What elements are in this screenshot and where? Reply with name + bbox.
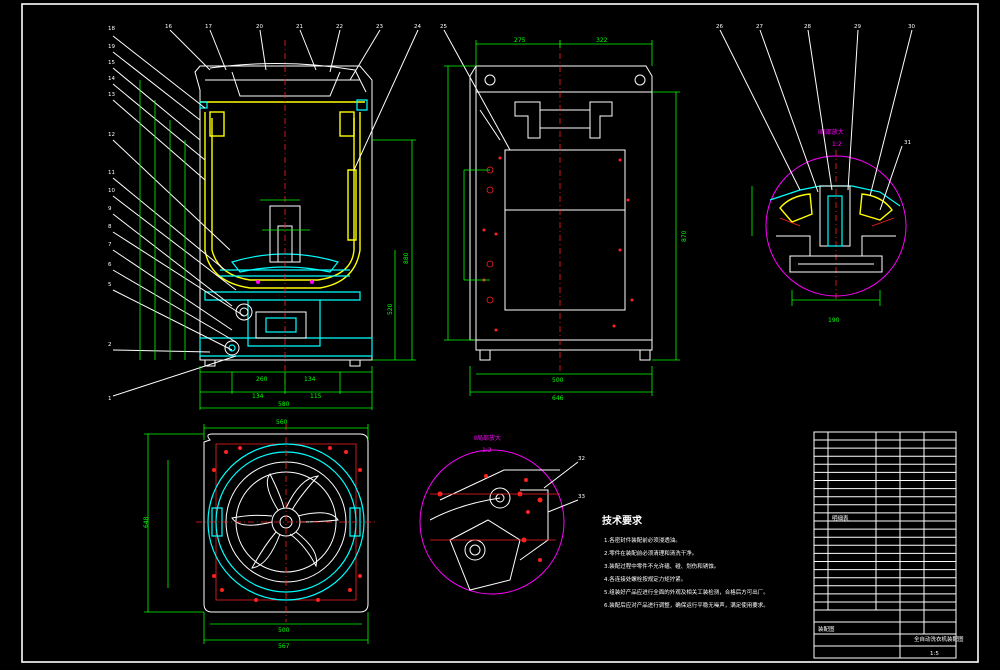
dim-front-bottom-5: 115 (310, 393, 322, 400)
inner-tub (204, 112, 361, 289)
svg-text:32: 32 (578, 456, 585, 462)
dim-side-top-right: 322 (596, 37, 608, 44)
plan-view (196, 424, 378, 622)
front-leader-lines (112, 29, 419, 397)
dim-front-height-inner: 520 (387, 303, 394, 315)
svg-text:19: 19 (108, 44, 115, 50)
svg-text:22: 22 (336, 24, 343, 30)
front-section-view (194, 40, 373, 385)
svg-text:9: 9 (108, 206, 112, 212)
motor (255, 311, 307, 339)
svg-text:2: 2 (108, 342, 112, 348)
dim-front-height-right: 880 (403, 252, 410, 264)
svg-text:25: 25 (440, 24, 447, 30)
svg-text:21: 21 (296, 24, 303, 30)
svg-text:30: 30 (908, 24, 915, 30)
dim-plan-height: 648 (143, 516, 150, 528)
svg-text:27: 27 (756, 24, 763, 30)
note-6: 6.装配后应对产品进行调整，确保运行平稳无噪声，满足使用要求。 (604, 601, 769, 609)
dim-front-overall: 580 (278, 401, 290, 408)
svg-text:14: 14 (108, 76, 115, 82)
note-2: 2.零件在装配前必须清理和清洗干净。 (604, 549, 697, 557)
detail-1-label: Ⅰ局部放大 (818, 128, 844, 136)
dim-side-top-left: 275 (514, 37, 526, 44)
svg-text:23: 23 (376, 24, 383, 30)
dim-front-bottom-2: 134 (304, 376, 316, 383)
svg-text:31: 31 (904, 140, 911, 146)
svg-text:16: 16 (165, 24, 172, 30)
svg-text:10: 10 (108, 188, 115, 194)
plan-dimensions: 560 500 567 648 (143, 419, 369, 650)
detail-2-scale: 1:2 (482, 447, 492, 454)
dim-front-bottom-1: 260 (256, 376, 268, 383)
svg-text:15: 15 (108, 60, 115, 66)
detail-1-leaders (719, 29, 913, 211)
svg-text:33: 33 (578, 494, 585, 500)
detail-2-label: Ⅱ局部放大 (474, 434, 501, 442)
note-5: 5.组装好产品应进行全面的外观及相关工装检测，合格后方可出厂。 (604, 588, 769, 596)
svg-text:18: 18 (108, 26, 115, 32)
svg-text:8: 8 (108, 224, 112, 230)
side-leader-lines: 25 (440, 24, 511, 151)
svg-text:12: 12 (108, 132, 115, 138)
svg-text:24: 24 (414, 24, 421, 30)
svg-text:7: 7 (108, 242, 112, 248)
svg-text:13: 13 (108, 92, 115, 98)
svg-text:1: 1 (108, 396, 112, 402)
svg-text:11: 11 (108, 170, 115, 176)
title-block: 明细表 全自动洗衣机装配图 装配图 1:5 (813, 431, 964, 659)
svg-text:5: 5 (108, 282, 112, 288)
impeller-blades (231, 473, 339, 569)
sheet-label: 装配图 (818, 625, 835, 633)
dim-plan-bottom-overall: 567 (278, 643, 290, 650)
svg-text:17: 17 (205, 24, 212, 30)
dim-detail-width: 190 (828, 317, 840, 324)
side-view (469, 40, 653, 372)
detail-1-scale: 1:2 (832, 141, 842, 148)
svg-text:6: 6 (108, 262, 112, 268)
notes-title: 技术要求 (602, 514, 643, 527)
drawing-border (21, 3, 979, 663)
note-4: 4.各连接处螺栓按规定力矩拧紧。 (604, 575, 686, 583)
detail-view-2: Ⅱ局部放大 1:2 32 33 (419, 434, 585, 595)
dim-side-bottom: 500 (552, 377, 564, 384)
dim-front-bottom-3: 134 (252, 393, 264, 400)
plan-tub-outer (207, 443, 365, 601)
side-dimensions: 275 322 500 646 870 (444, 37, 688, 402)
svg-text:29: 29 (854, 24, 861, 30)
technical-notes: 技术要求 1.各密封件装配前必须浸透油。 2.零件在装配前必须清理和清洗干净。 … (602, 514, 769, 609)
dim-plan-top: 560 (276, 419, 288, 426)
impeller (230, 253, 340, 273)
note-1: 1.各密封件装配前必须浸透油。 (604, 536, 681, 544)
detail-view-1: Ⅰ局部放大 1:2 190 (751, 128, 907, 324)
svg-text:20: 20 (256, 24, 263, 30)
svg-text:26: 26 (716, 24, 723, 30)
dim-plan-bottom-inner: 500 (278, 627, 290, 634)
parts-list-label: 明细表 (832, 514, 849, 522)
front-dimensions: 260 134 134 115 580 880 520 (139, 80, 416, 410)
svg-text:28: 28 (804, 24, 811, 30)
dim-side-height: 870 (681, 230, 688, 242)
dim-side-overall: 646 (552, 395, 564, 402)
note-3: 3.装配过程中零件不允许磕、碰、划伤和锈蚀。 (604, 562, 719, 570)
scale-label: 1:5 (930, 651, 939, 657)
drawing-name: 全自动洗衣机装配图 (914, 635, 964, 643)
